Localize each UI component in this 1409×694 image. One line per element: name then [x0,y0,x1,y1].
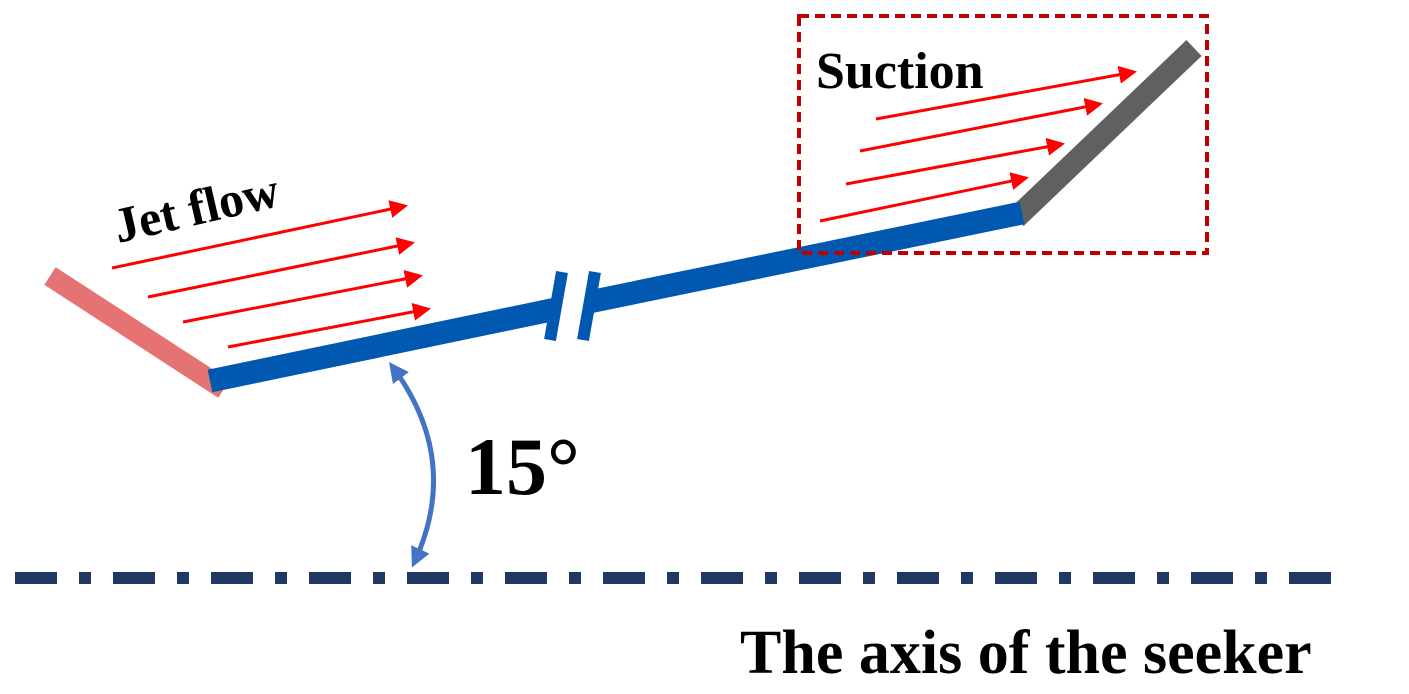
suction-arrow [845,137,1065,186]
suction-arrow [859,98,1103,153]
suction-arrow [875,65,1137,121]
angle-label: 15° [465,421,580,512]
plate-front-segment [207,297,559,393]
angle-arc-arrow [389,361,437,568]
jet-arrow [227,302,431,349]
jet-arrow [147,237,415,299]
suction-arrows [819,65,1137,223]
jet-flow-arrows [111,200,431,349]
break-mark-right [577,270,601,342]
jet-arrow [111,200,408,270]
suction-label: Suction [816,43,984,100]
plate-rear-segment [586,201,1025,314]
jet-arrow [182,270,423,324]
suction-region-box [797,14,1209,255]
seeker-axis-label: The axis of the seeker [740,619,1312,687]
rear-flap [1008,40,1202,226]
front-flap [44,267,230,398]
break-mark-left [544,270,568,342]
suction-arrow [819,172,1029,223]
jet-flow-label: Jet flow [108,161,284,253]
